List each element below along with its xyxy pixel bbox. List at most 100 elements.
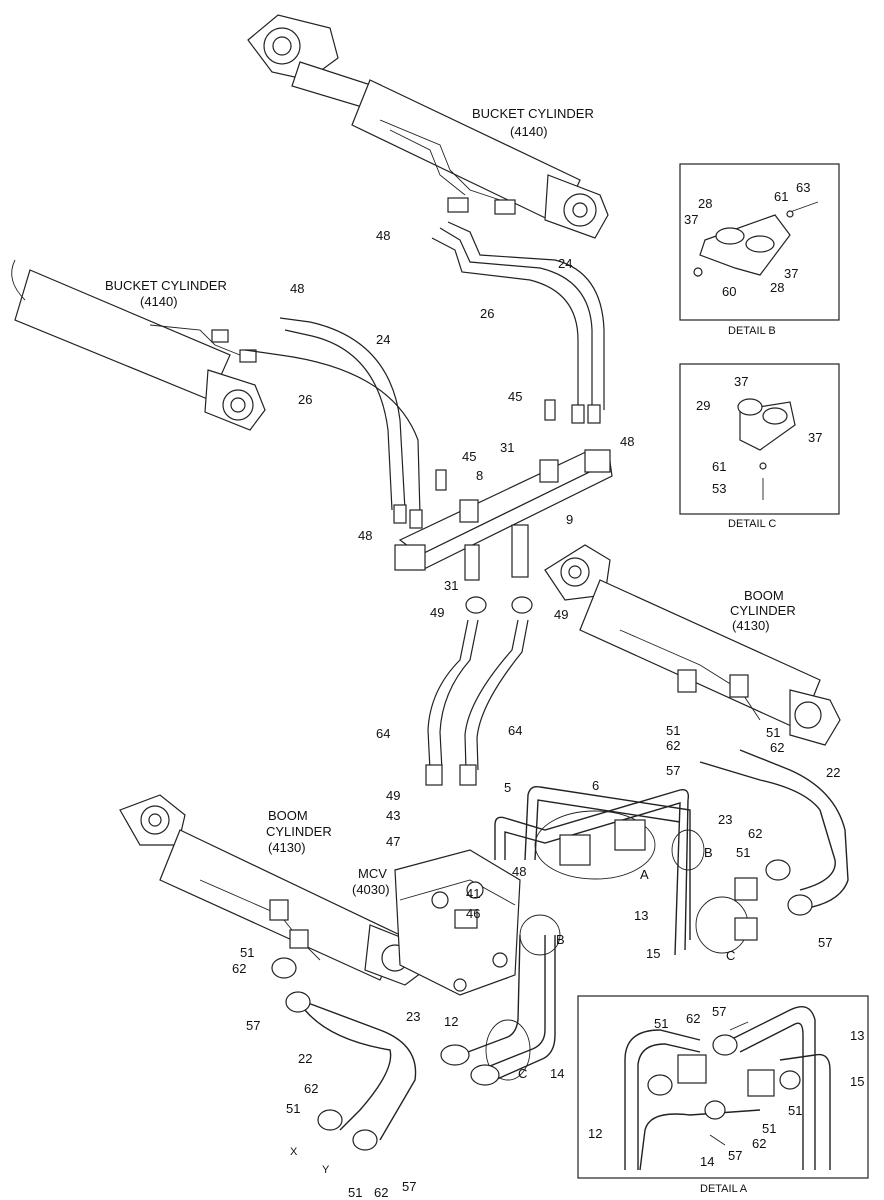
- callout: 12: [444, 1014, 458, 1029]
- detail-a-label-62b: 62: [752, 1136, 766, 1151]
- bucket-cylinder-top: [247, 14, 609, 239]
- callout: 62: [748, 826, 762, 841]
- callout: 41: [466, 886, 480, 901]
- detail-b-frame: [679, 163, 840, 321]
- mcv-name: MCV: [358, 866, 387, 881]
- callout: 57: [666, 763, 680, 778]
- detail-a-label-15: 15: [850, 1074, 864, 1089]
- detail-a-label-51a: 51: [654, 1016, 668, 1031]
- detail-b-label-60: 60: [722, 284, 736, 299]
- callout: 13: [634, 908, 648, 923]
- callout: Y: [322, 1164, 330, 1176]
- mcv-block: [394, 849, 521, 996]
- boom-cylinder-right: [544, 544, 841, 746]
- callout: 9: [566, 512, 573, 527]
- callout: 64: [376, 726, 390, 741]
- callout: 48: [376, 228, 390, 243]
- callout: 48: [620, 434, 634, 449]
- callout: 8: [476, 468, 483, 483]
- callout: 49: [430, 605, 444, 620]
- callout: 15: [646, 946, 660, 961]
- callout: 51: [766, 725, 780, 740]
- mcv-code: (4030): [352, 882, 390, 897]
- callout: 48: [358, 528, 372, 543]
- callout: 57: [402, 1179, 416, 1194]
- manifold-block: [394, 399, 613, 581]
- hoses-24-26-top: [431, 221, 605, 424]
- bucket-cylinder-top-name: BUCKET CYLINDER: [472, 106, 594, 121]
- callout: 6: [592, 778, 599, 793]
- callout: A: [640, 867, 649, 882]
- callout: 49: [386, 788, 400, 803]
- callout: 51: [736, 845, 750, 860]
- callout-labels: 48 24 26 48 24 26 45 31 48 45 8 9 48 31 …: [232, 228, 840, 1200]
- callout: 23: [406, 1009, 420, 1024]
- callout: 62: [770, 740, 784, 755]
- callout: 24: [376, 332, 390, 347]
- callout: 51: [240, 945, 254, 960]
- callout: 22: [826, 765, 840, 780]
- callout: 62: [374, 1185, 388, 1200]
- callout: 62: [232, 961, 246, 976]
- callout: 24: [558, 256, 572, 271]
- callout: C: [726, 948, 735, 963]
- callout: 64: [508, 723, 522, 738]
- callout: 62: [666, 738, 680, 753]
- callout: 48: [290, 281, 304, 296]
- detail-b-label-28a: 28: [698, 196, 712, 211]
- callout: 51: [286, 1101, 300, 1116]
- callout: 14: [550, 1066, 564, 1081]
- bucket-cylinder-left-name: BUCKET CYLINDER: [105, 278, 227, 293]
- boom-cylinder-right-line2: CYLINDER: [730, 603, 796, 618]
- callout: B: [704, 845, 713, 860]
- detail-b-label-37b: 37: [784, 266, 798, 281]
- callout: B: [556, 932, 565, 947]
- detail-b-label-37a: 37: [684, 212, 698, 227]
- detail-c-label-37b: 37: [808, 430, 822, 445]
- bucket-cylinder-top-code: (4140): [510, 124, 548, 139]
- callout: 31: [444, 578, 458, 593]
- detail-a-label-57a: 57: [712, 1004, 726, 1019]
- callout: C: [518, 1066, 527, 1081]
- detail-a-label-12: 12: [588, 1126, 602, 1141]
- callout: 45: [462, 449, 476, 464]
- detail-b-label-28b: 28: [770, 280, 784, 295]
- boom-cylinder-left-line1: BOOM: [268, 808, 308, 823]
- detail-c-title: DETAIL C: [728, 518, 776, 530]
- detail-c-label-37a: 37: [734, 374, 748, 389]
- callout: 62: [304, 1081, 318, 1096]
- callout: 51: [348, 1185, 362, 1200]
- callout: X: [290, 1146, 298, 1158]
- detail-a-label-57b: 57: [728, 1148, 742, 1163]
- pipes-22-23-right: [699, 749, 849, 941]
- detail-b-title: DETAIL B: [728, 325, 776, 337]
- steel-pipes: [440, 785, 749, 1086]
- boom-cylinder-right-code: (4130): [732, 618, 770, 633]
- callout: 43: [386, 808, 400, 823]
- detail-c-label-61: 61: [712, 459, 726, 474]
- detail-c-label-29: 29: [696, 398, 710, 413]
- callout: 51: [666, 723, 680, 738]
- detail-a-label-13: 13: [850, 1028, 864, 1043]
- detail-c-frame: [679, 363, 840, 515]
- callout: 57: [818, 935, 832, 950]
- bucket-cylinder-left-code: (4140): [140, 294, 178, 309]
- callout: 23: [718, 812, 732, 827]
- callout: 31: [500, 440, 514, 455]
- callout: 45: [508, 389, 522, 404]
- callout: 49: [554, 607, 568, 622]
- detail-a-label-14: 14: [700, 1154, 714, 1169]
- callout: 26: [298, 392, 312, 407]
- boom-cylinder-right-line1: BOOM: [744, 588, 784, 603]
- detail-b-label-63: 63: [796, 180, 810, 195]
- hoses-64: [425, 596, 533, 786]
- callout: 22: [298, 1051, 312, 1066]
- pipes-22-23-left: [271, 957, 417, 1151]
- boom-cylinder-left-code: (4130): [268, 840, 306, 855]
- boom-cylinder-left-line2: CYLINDER: [266, 824, 332, 839]
- detail-c-label-53: 53: [712, 481, 726, 496]
- callout: 26: [480, 306, 494, 321]
- detail-a-frame: [577, 995, 869, 1179]
- detail-a-label-62a: 62: [686, 1011, 700, 1026]
